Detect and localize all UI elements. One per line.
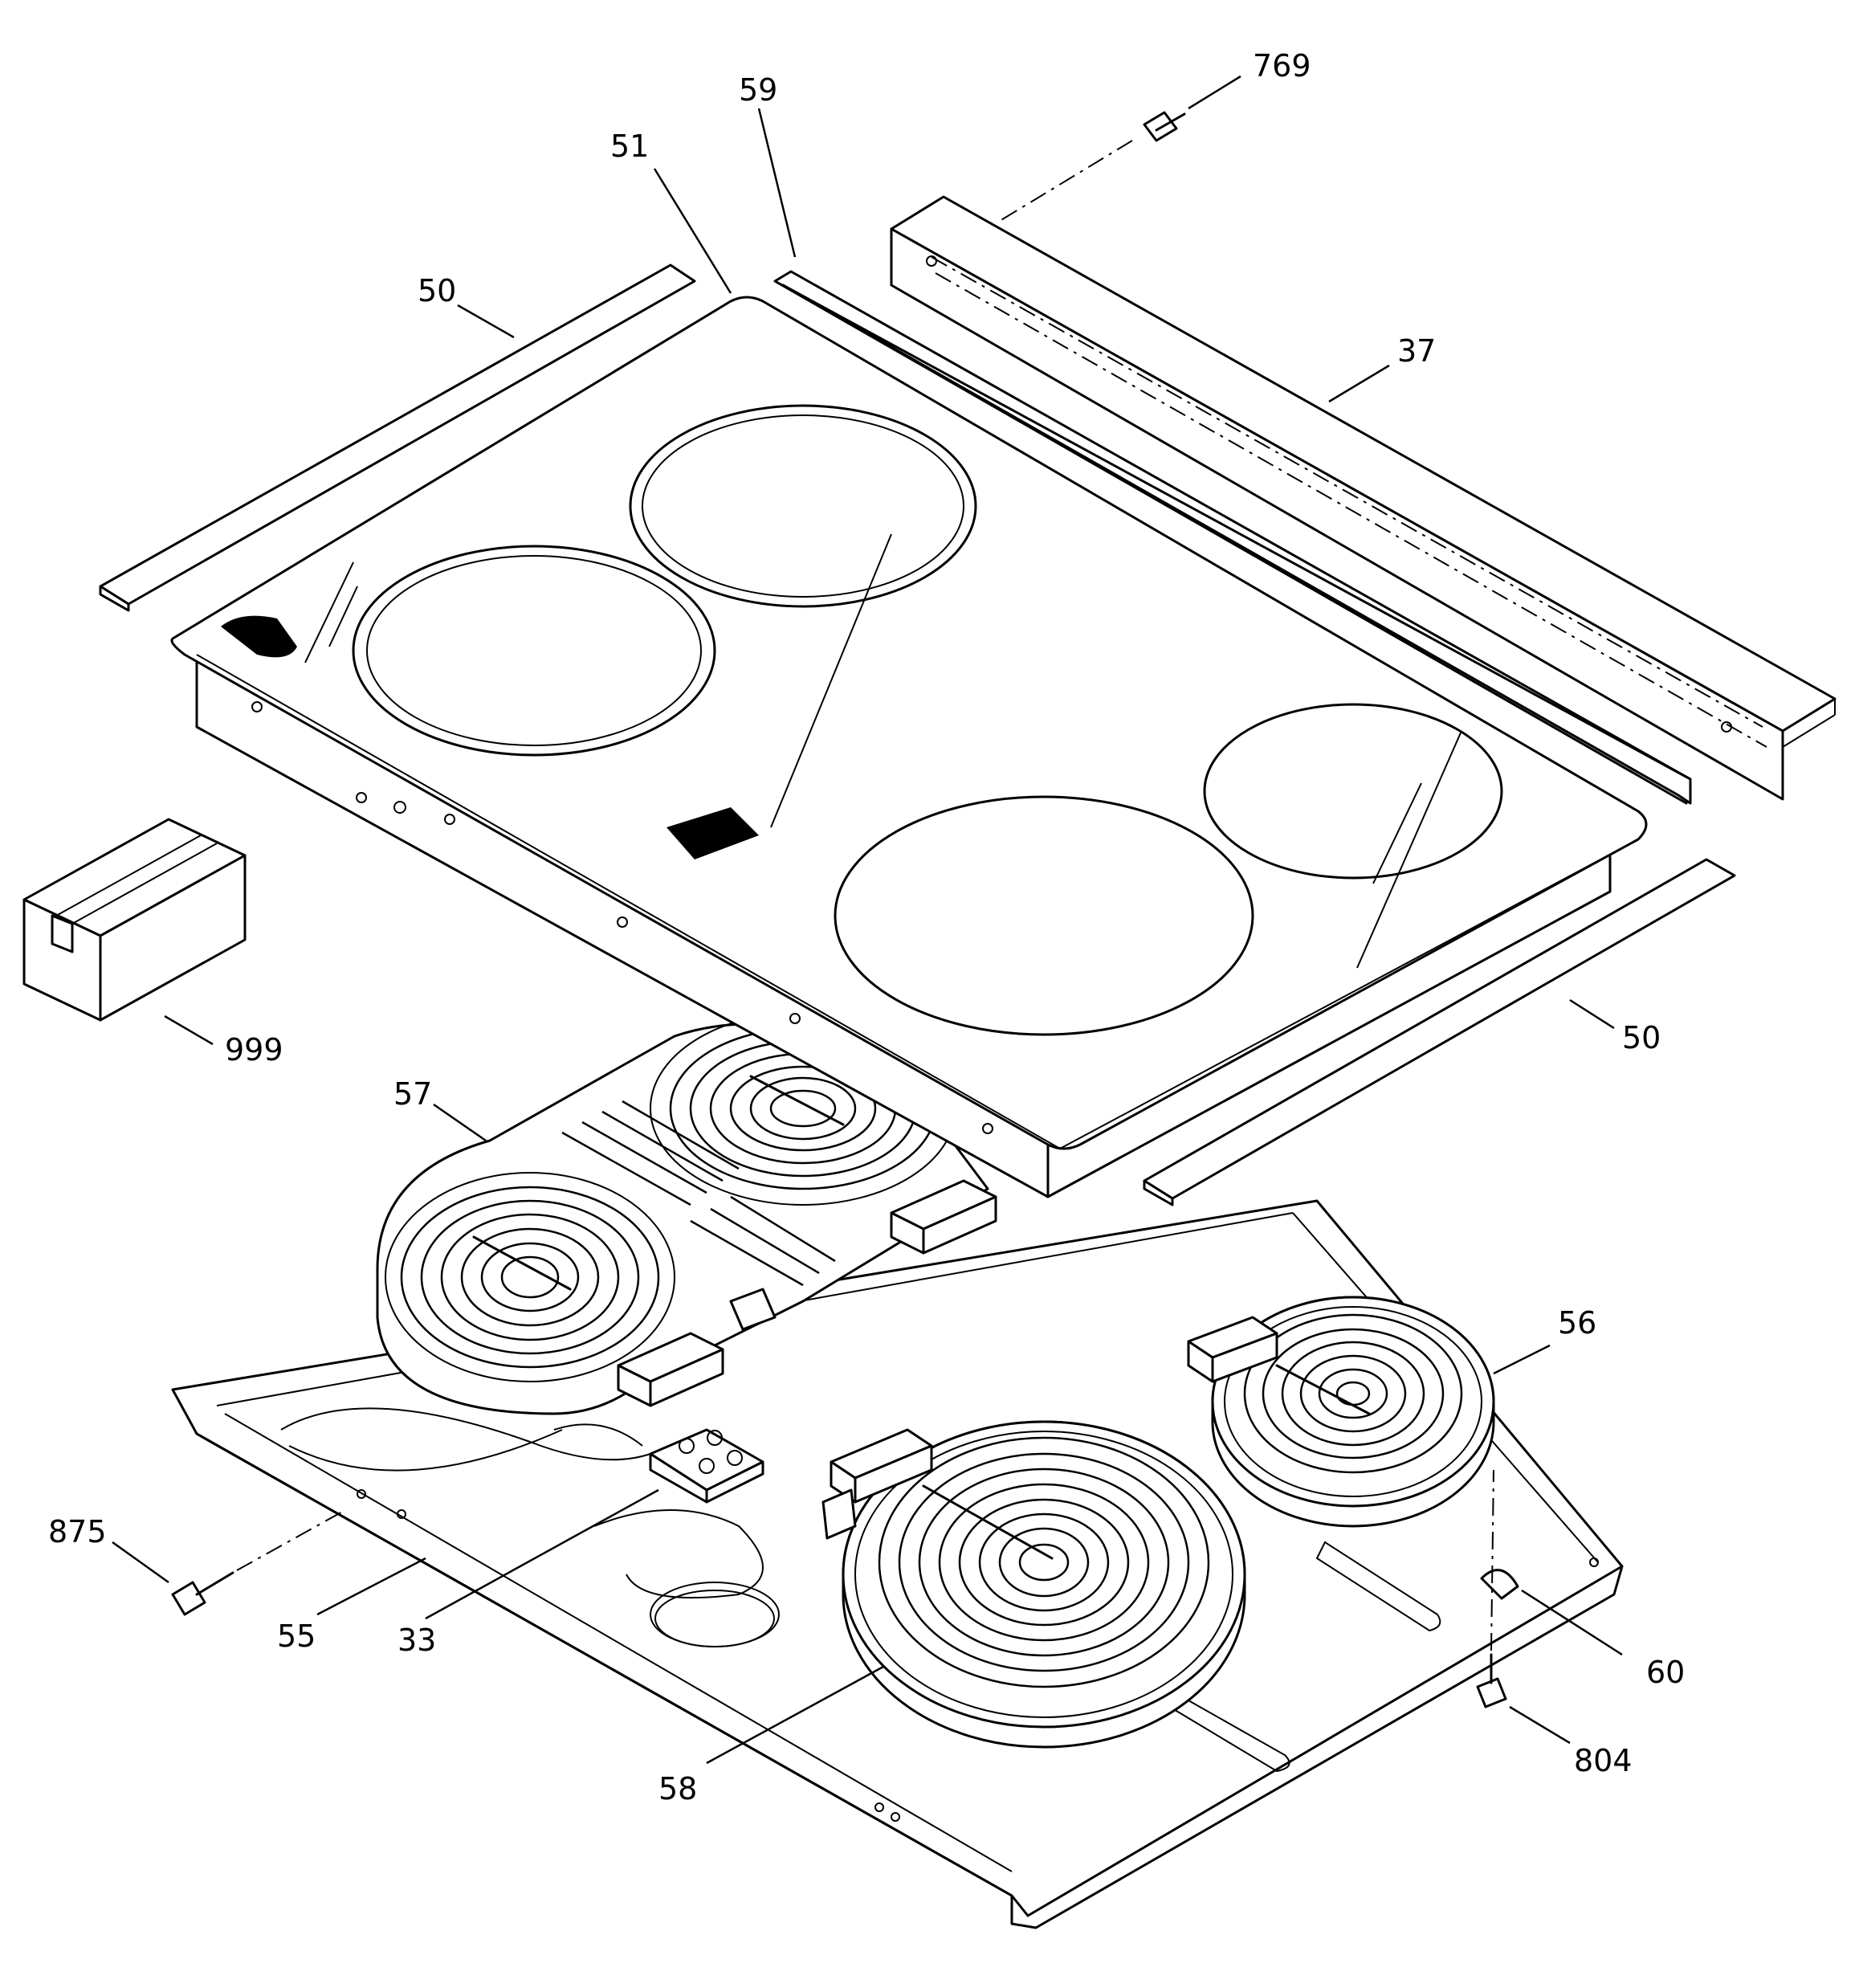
callout-33: 33 <box>397 1623 436 1658</box>
callout-769: 769 <box>1253 48 1311 84</box>
callout-999: 999 <box>225 1032 283 1067</box>
callout-60: 60 <box>1646 1655 1685 1690</box>
callout-58: 58 <box>658 1771 697 1806</box>
callout-875: 875 <box>48 1514 107 1549</box>
callout-50-right: 50 <box>1622 1020 1661 1055</box>
seal-59 <box>773 270 1692 805</box>
screw-875 <box>171 1509 346 1616</box>
terminal-block-33 <box>280 1407 764 1504</box>
callout-59: 59 <box>739 72 777 108</box>
clip-60 <box>1480 1569 1519 1600</box>
callout-50-top: 50 <box>418 273 456 308</box>
trim-50-left <box>99 263 696 612</box>
callout-804: 804 <box>1574 1743 1633 1778</box>
control-label-plate <box>667 807 759 859</box>
radiant-element-56 <box>1187 1296 1495 1528</box>
callout-56: 56 <box>1558 1305 1596 1341</box>
screw-769 <box>999 111 1186 222</box>
rear-bracket-37 <box>890 195 1837 801</box>
screw-804 <box>1476 1469 1507 1708</box>
callout-37: 37 <box>1397 333 1436 369</box>
cooktop-glass-51 <box>170 296 1648 1198</box>
trim-50-right <box>1143 858 1736 1206</box>
brand-logo <box>221 615 297 658</box>
callout-55: 55 <box>277 1619 316 1654</box>
callout-51: 51 <box>610 129 649 164</box>
callout-57: 57 <box>393 1076 432 1112</box>
leader-lines <box>112 75 1623 1765</box>
literature-box-999 <box>22 818 247 1022</box>
radiant-element-58 <box>821 1420 1246 1749</box>
